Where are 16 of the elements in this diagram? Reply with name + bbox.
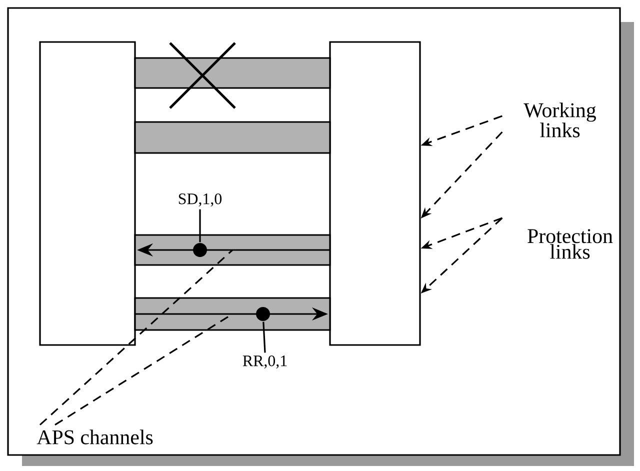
- link-bar: [134, 234, 331, 266]
- link-bar: [134, 57, 331, 89]
- callout-text: APS channels: [36, 430, 153, 444]
- network-element-box: [39, 41, 136, 346]
- callout-text: Working links: [524, 102, 596, 138]
- link-bar: [134, 297, 331, 331]
- leader-line: [262, 322, 266, 353]
- channel-dot: [193, 243, 207, 257]
- callout-text: Protection links: [528, 229, 613, 259]
- link-bar: [134, 121, 331, 154]
- channel-dot: [256, 307, 270, 321]
- callout-text: RR,0,1: [242, 355, 287, 369]
- leader-line: [199, 209, 201, 242]
- leader-line: [39, 249, 234, 426]
- network-element-box: [329, 41, 421, 346]
- callout-text: SD,1,0: [178, 193, 222, 207]
